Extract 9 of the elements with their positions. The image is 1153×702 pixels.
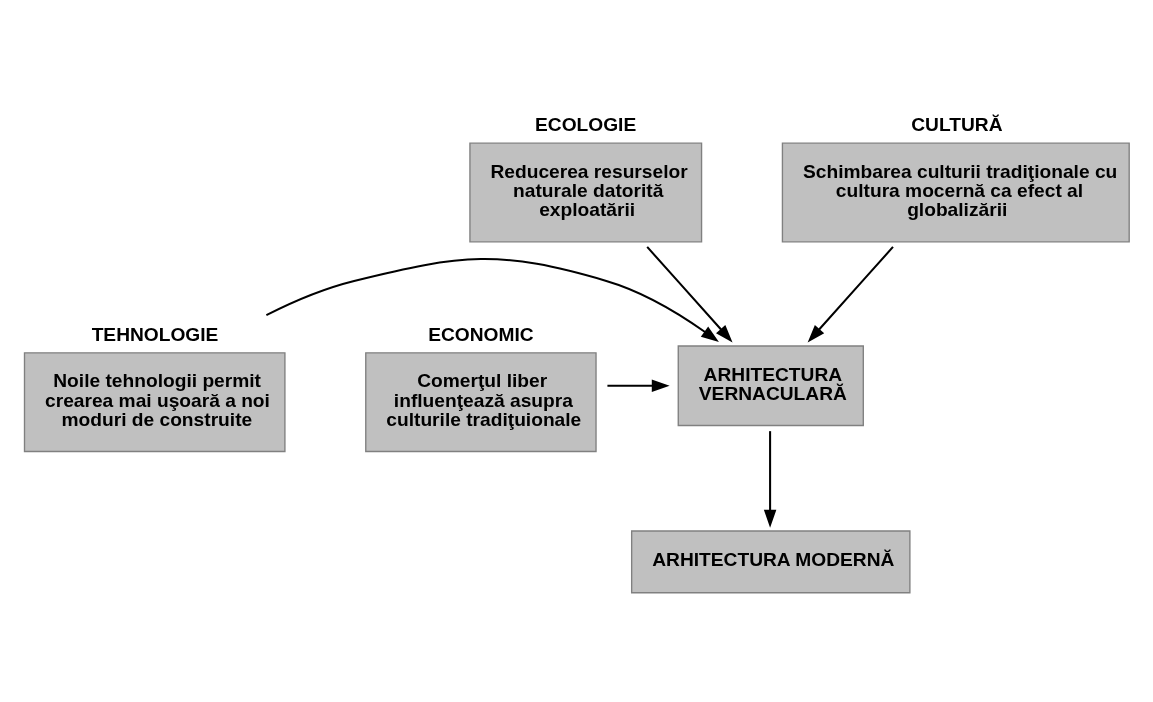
arrow: [607, 379, 670, 392]
node-label: ECOLOGIE: [535, 113, 637, 135]
node-label: ECONOMIC: [428, 323, 534, 345]
arrow: [265, 257, 719, 342]
arrow: [646, 245, 733, 342]
arrow: [763, 430, 777, 528]
node-label: TEHNOLOGIE: [91, 323, 219, 345]
node-label: CULTURĂ: [911, 113, 1003, 135]
arrow: [807, 245, 894, 342]
